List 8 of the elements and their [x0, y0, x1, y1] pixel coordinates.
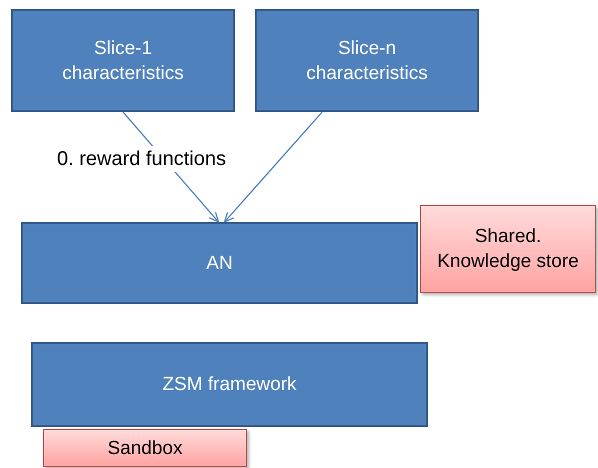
annotation-text: 0. reward functions: [55, 146, 228, 172]
process-box: Slice-n characteristics: [255, 9, 479, 112]
arrow: [224, 112, 323, 223]
process-box: ZSM framework: [31, 342, 428, 427]
note-box: Shared. Knowledge store: [420, 205, 596, 293]
note-box: Sandbox: [43, 429, 247, 467]
process-box: AN: [21, 222, 418, 304]
process-box: Slice-1 characteristics: [11, 9, 235, 112]
